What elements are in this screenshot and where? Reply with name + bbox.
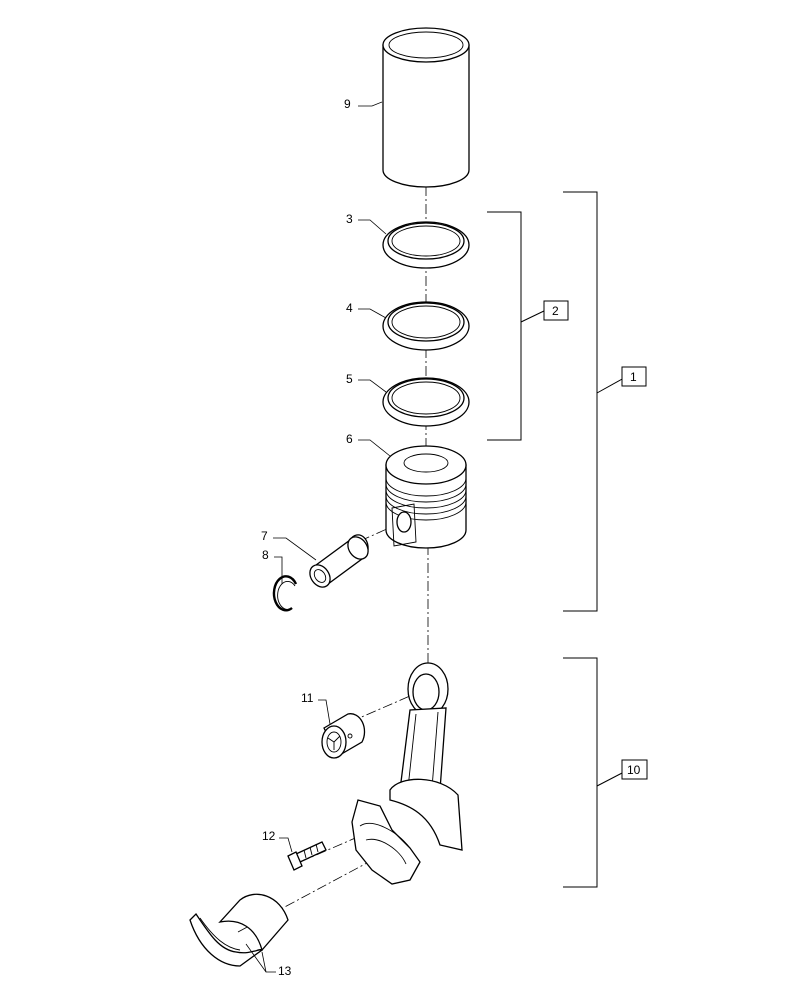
bearing-shells-part	[189, 893, 289, 967]
callout-label: 3	[346, 212, 353, 226]
callout-3: 3	[346, 212, 387, 235]
callout-12: 12	[262, 829, 293, 853]
callout-label: 1	[630, 370, 637, 384]
callout-label: 9	[344, 97, 351, 111]
callout-label: 7	[261, 529, 268, 543]
callout-label: 13	[278, 964, 292, 978]
callout-label: 12	[262, 829, 276, 843]
kit-bracket: 1	[563, 191, 647, 612]
small-end-bushing-part	[321, 713, 366, 759]
callout-box-1	[621, 366, 647, 387]
callout-9: 9	[344, 97, 383, 111]
piston-ring-oil-part	[382, 377, 470, 427]
callout-label: 11	[301, 691, 314, 705]
callout-label: 6	[346, 432, 353, 446]
callout-11: 11	[301, 691, 331, 725]
piston-ring-top-part	[382, 221, 470, 269]
callout-6: 6	[346, 432, 391, 457]
callout-label: 4	[346, 301, 353, 315]
callout-label: 2	[552, 304, 559, 318]
connecting-rod-bracket: 10	[563, 657, 648, 888]
callout-4: 4	[346, 301, 387, 319]
callout-8: 8	[262, 548, 283, 584]
callout-5: 5	[346, 372, 387, 393]
callout-label: 5	[346, 372, 353, 386]
piston-pin-part	[309, 534, 369, 588]
callout-box-2	[543, 300, 569, 321]
cylinder-liner-part	[382, 27, 470, 188]
connecting-rod-part	[351, 662, 463, 885]
callout-label: 10	[627, 763, 641, 777]
piston-part	[385, 445, 467, 549]
snap-ring-part	[272, 575, 298, 612]
callout-label: 8	[262, 548, 269, 562]
callout-7: 7	[261, 529, 317, 561]
callout-box-10	[621, 759, 648, 780]
ring-set-bracket: 2	[487, 211, 569, 441]
connecting-rod-bolt-part	[287, 841, 327, 871]
piston-ring-middle-part	[382, 301, 470, 351]
callout-13: 13	[245, 943, 292, 978]
